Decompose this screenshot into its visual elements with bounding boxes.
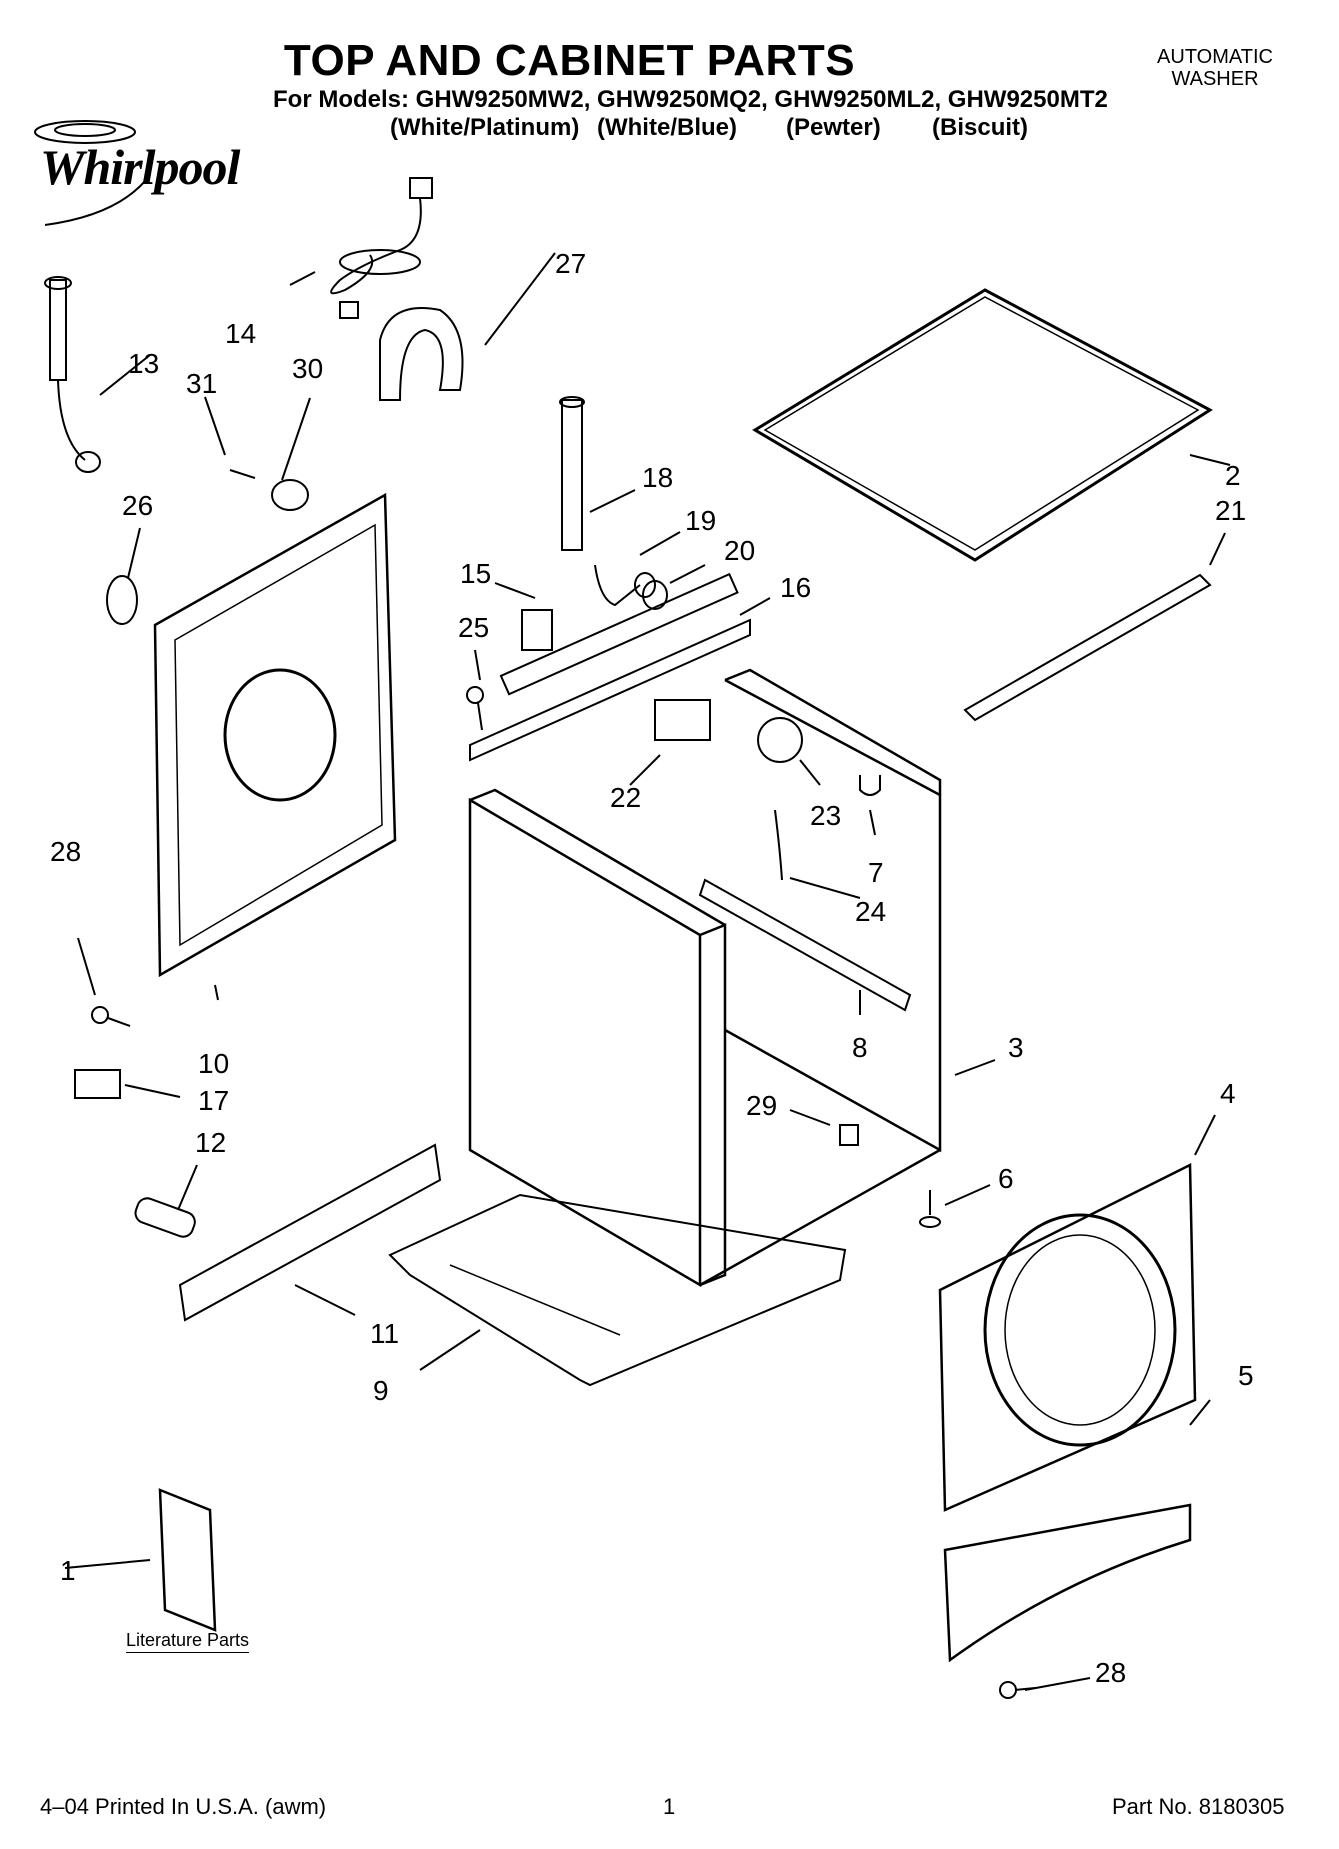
callout-25: 25	[458, 612, 490, 643]
print-info: 4–04 Printed In U.S.A. (awm)	[40, 1794, 327, 1819]
part-5-toe-panel	[943, 1503, 1192, 1663]
color-white-platinum: (White/Platinum)	[390, 114, 580, 141]
callout-19: 19	[685, 505, 717, 536]
callout-1: 1	[60, 1555, 76, 1586]
color-biscuit: (Biscuit)	[932, 114, 1028, 141]
callout-22: 22	[610, 782, 642, 813]
callout-31: 31	[186, 368, 218, 399]
part-17-clip	[74, 1069, 121, 1099]
part-11-rail	[178, 1143, 442, 1322]
page-number: 1	[663, 1794, 676, 1819]
callout-30: 30	[292, 353, 324, 384]
callout-24: 24	[855, 896, 887, 927]
callout-26: 26	[122, 490, 154, 521]
part-4-front-panel	[938, 1162, 1197, 1512]
part-29-clip	[839, 1124, 859, 1146]
callout-23: 23	[810, 800, 842, 831]
part-7-clip	[859, 775, 881, 796]
part-19-elbow	[594, 564, 656, 607]
callout-9: 9	[373, 1375, 389, 1406]
part-10-rear-panel	[153, 492, 397, 978]
part-31-screw	[229, 469, 256, 479]
part-number: Part No. 8180305	[1112, 1794, 1285, 1819]
part-1-literature	[158, 1488, 217, 1632]
part-3-cabinet	[468, 668, 942, 1288]
part-28-screw-rear	[91, 1006, 131, 1027]
callout-6: 6	[998, 1163, 1014, 1194]
appliance-type: AUTOMATIC WASHER	[1157, 46, 1273, 90]
callout-29: 29	[746, 1090, 778, 1121]
callout-4: 4	[1220, 1078, 1236, 1109]
callout-14: 14	[225, 318, 257, 349]
callout-10: 10	[198, 1048, 230, 1079]
callout-2: 2	[1225, 460, 1241, 491]
part-13-hose	[44, 276, 101, 473]
callout-7: 7	[868, 857, 884, 888]
part-24-tube	[774, 809, 783, 881]
callout-17: 17	[198, 1085, 230, 1116]
part-30-clamp	[271, 479, 309, 511]
page-title: TOP AND CABINET PARTS	[283, 36, 856, 85]
callout-27: 27	[555, 248, 587, 279]
part-20-clamp	[642, 580, 668, 610]
part-22-switch	[654, 699, 711, 741]
callout-15: 15	[460, 558, 492, 589]
part-27-hose-guide	[379, 307, 464, 401]
part-14-power-cord	[330, 177, 433, 319]
callout-8: 8	[852, 1032, 868, 1063]
callout-21: 21	[1215, 495, 1247, 526]
part-2-top-gasket	[752, 288, 1213, 562]
callout-18: 18	[642, 462, 674, 493]
callout-12: 12	[195, 1127, 227, 1158]
part-18-fill-hose	[559, 396, 585, 551]
whirlpool-logo-swirl	[34, 120, 151, 226]
part-8-bracket	[698, 878, 912, 1012]
part-16-strip	[469, 572, 751, 762]
part-21-strap	[963, 573, 1212, 722]
callout-28-rear: 28	[50, 836, 82, 867]
callout-16: 16	[780, 572, 812, 603]
callout-28-front: 28	[1095, 1657, 1127, 1688]
part-6-leveling-foot	[919, 1190, 941, 1228]
whirlpool-logo: Whirlpool	[40, 139, 240, 195]
callout-5: 5	[1238, 1360, 1254, 1391]
callout-13: 13	[128, 348, 160, 379]
part-25-screw	[466, 686, 484, 731]
leader-lines	[64, 252, 1231, 1691]
part-9-base-pad	[388, 1193, 847, 1387]
callout-20: 20	[724, 535, 756, 566]
part-12-pin	[134, 1197, 196, 1238]
callout-11: 11	[370, 1318, 400, 1349]
part-23-pressure-switch	[757, 717, 803, 763]
callout-3: 3	[1008, 1032, 1024, 1063]
literature-parts-label: Literature Parts	[126, 1630, 250, 1653]
part-15-clip	[521, 609, 553, 651]
part-26-grommet	[106, 575, 138, 625]
color-pewter: (Pewter)	[786, 114, 881, 141]
color-white-blue: (White/Blue)	[597, 114, 737, 141]
model-list: For Models: GHW9250MW2, GHW9250MQ2, GHW9…	[273, 86, 1108, 113]
